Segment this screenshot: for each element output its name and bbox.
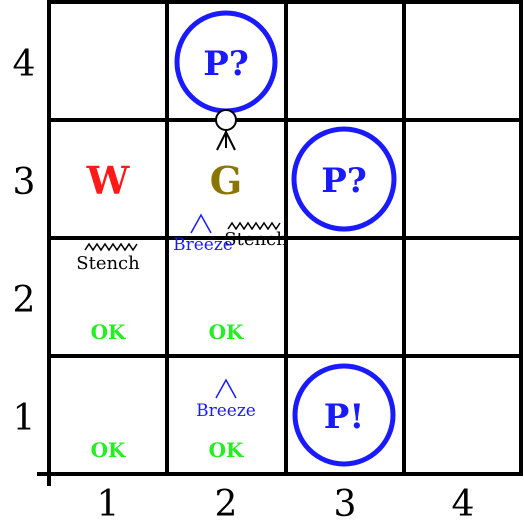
col-labels: 1 2 3 4: [97, 484, 475, 525]
col-label-4: 4: [452, 484, 475, 525]
col-label-1: 1: [97, 484, 120, 525]
agent-head: [215, 109, 237, 131]
gold-label: G: [210, 158, 242, 203]
wumpus-label: W: [86, 158, 131, 203]
agent-icon: [215, 109, 237, 151]
stench-wave-1-2: [84, 242, 138, 252]
row-label-3: 3: [13, 162, 36, 203]
stench-wave-2-3: [227, 221, 281, 231]
breeze-mark-2-3: [190, 213, 212, 234]
agent-arrow: [216, 129, 236, 151]
stench-label-1-2: Stench: [76, 253, 140, 274]
pit-label: P?: [321, 161, 367, 201]
breeze-label-2-3: Breeze: [173, 235, 233, 255]
pit-circle: [291, 126, 397, 232]
row-labels: 4 3 2 1: [13, 44, 36, 439]
row-label-1: 1: [13, 398, 36, 439]
ok-label-2-1: OK: [209, 438, 244, 462]
stench-label-2-3: Stench: [224, 229, 288, 250]
row-label-4: 4: [13, 44, 36, 85]
breeze-mark-2-1: [215, 378, 237, 399]
col-label-3: 3: [334, 484, 357, 525]
row-label-2: 2: [13, 280, 36, 321]
pit-label: P!: [324, 397, 365, 437]
pit-confirmed-3-1: P!: [292, 363, 396, 467]
ok-label-1-1: OK: [91, 438, 126, 462]
ok-labels: OK OK OK OK: [91, 320, 244, 462]
ok-label-1-2: OK: [91, 320, 126, 344]
pit-label: P?: [203, 44, 249, 84]
pit-maybe-2-4: P?: [174, 10, 278, 114]
col-label-2: 2: [215, 484, 238, 525]
breeze-label-2-1: Breeze: [196, 401, 256, 421]
ok-label-2-2: OK: [209, 320, 244, 344]
pit-circle: [292, 363, 396, 467]
grid-lines: [37, 0, 523, 486]
pit-maybe-3-3: P?: [291, 126, 397, 232]
